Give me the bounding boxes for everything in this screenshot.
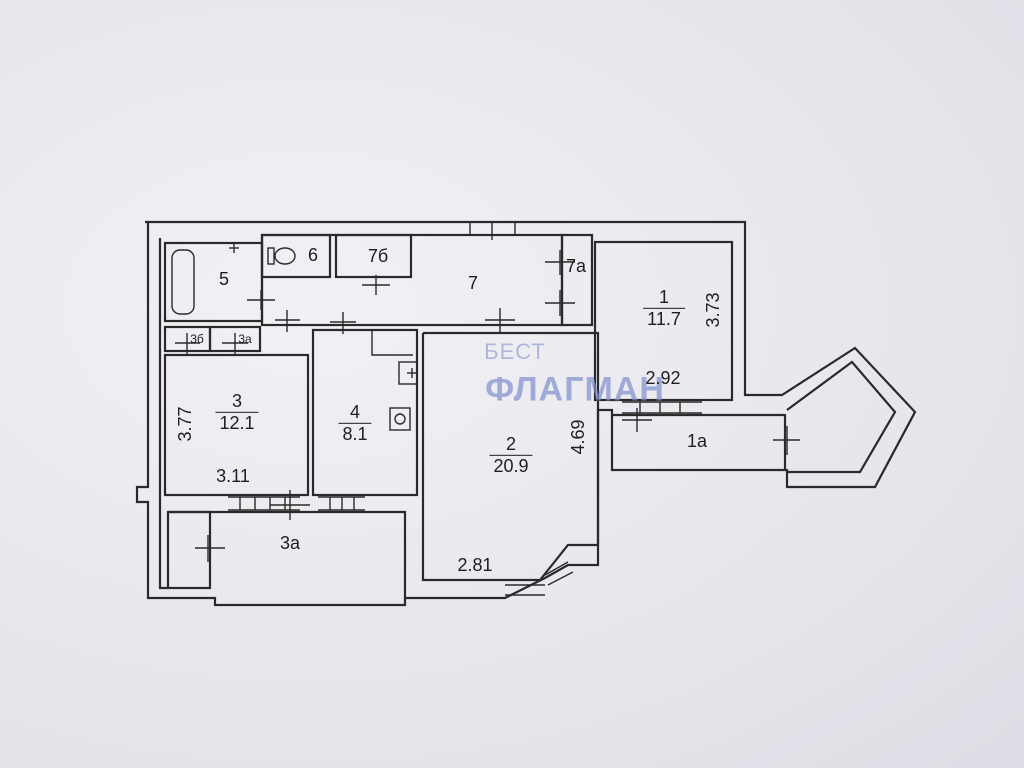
room-4-area: 8.1 xyxy=(342,423,368,444)
room-3-number: 3 xyxy=(215,391,259,413)
room-1 xyxy=(593,240,734,402)
room-1a-label: 1а xyxy=(686,431,708,451)
room-5-label: 5 xyxy=(218,269,230,289)
windows xyxy=(228,222,702,596)
room-7a-label: 7а xyxy=(565,256,587,276)
room-1-number: 1 xyxy=(643,287,685,309)
bathtub-icon xyxy=(171,249,195,315)
toilet-icon xyxy=(274,247,296,265)
room-3a-label: 3а xyxy=(279,533,301,553)
balcony-1a xyxy=(612,413,787,470)
outer-wall xyxy=(135,220,917,607)
bathroom-5 xyxy=(163,241,264,323)
room-2-number: 2 xyxy=(489,434,533,456)
kitchen-counter xyxy=(371,330,413,356)
outer-wall-inner-edge xyxy=(158,238,168,590)
room-3 xyxy=(163,353,310,497)
room-7-label: 7 xyxy=(467,273,479,293)
closet-3b-label: 3б xyxy=(190,332,204,346)
toilet-tank-icon xyxy=(267,247,275,265)
watermark-line1: БЕСТ xyxy=(484,339,546,364)
room-2-width-dim: 2.81 xyxy=(457,555,493,575)
room-7b-label: 7б xyxy=(367,246,389,266)
room-1-width-dim: 2.92 xyxy=(645,368,681,388)
room-6 xyxy=(260,233,332,279)
room-1-height-dim: 3.73 xyxy=(703,292,723,328)
room-4-number: 4 xyxy=(338,402,372,424)
room-2-label: 2 20.9 xyxy=(489,434,533,476)
door-marks xyxy=(175,222,800,562)
room-4-label: 4 8.1 xyxy=(338,402,372,444)
room-3-width-dim: 3.11 xyxy=(216,466,250,486)
balcony-3a xyxy=(168,510,407,598)
balcony-1a-bay xyxy=(786,360,897,474)
room-6-label: 6 xyxy=(307,245,319,265)
room-4 xyxy=(311,328,419,497)
room-7a xyxy=(560,233,594,327)
room-2 xyxy=(421,331,600,582)
balcony-3a-closet xyxy=(166,510,212,590)
watermark-line2: ФЛАГМАН xyxy=(485,370,665,409)
room-3-area: 12.1 xyxy=(219,412,255,433)
room-2-area: 20.9 xyxy=(493,455,529,476)
room-1-area: 11.7 xyxy=(647,308,681,329)
room-2-height-dim: 4.69 xyxy=(568,419,588,455)
sink-icon xyxy=(389,407,411,431)
room-7b xyxy=(334,233,413,279)
room-3-label: 3 12.1 xyxy=(215,391,259,433)
sink-drain-icon xyxy=(394,413,406,425)
room-3-height-dim: 3.77 xyxy=(175,406,195,442)
room-1-label: 1 11.7 xyxy=(643,287,685,329)
closet-3a-label: 3а xyxy=(238,332,252,346)
